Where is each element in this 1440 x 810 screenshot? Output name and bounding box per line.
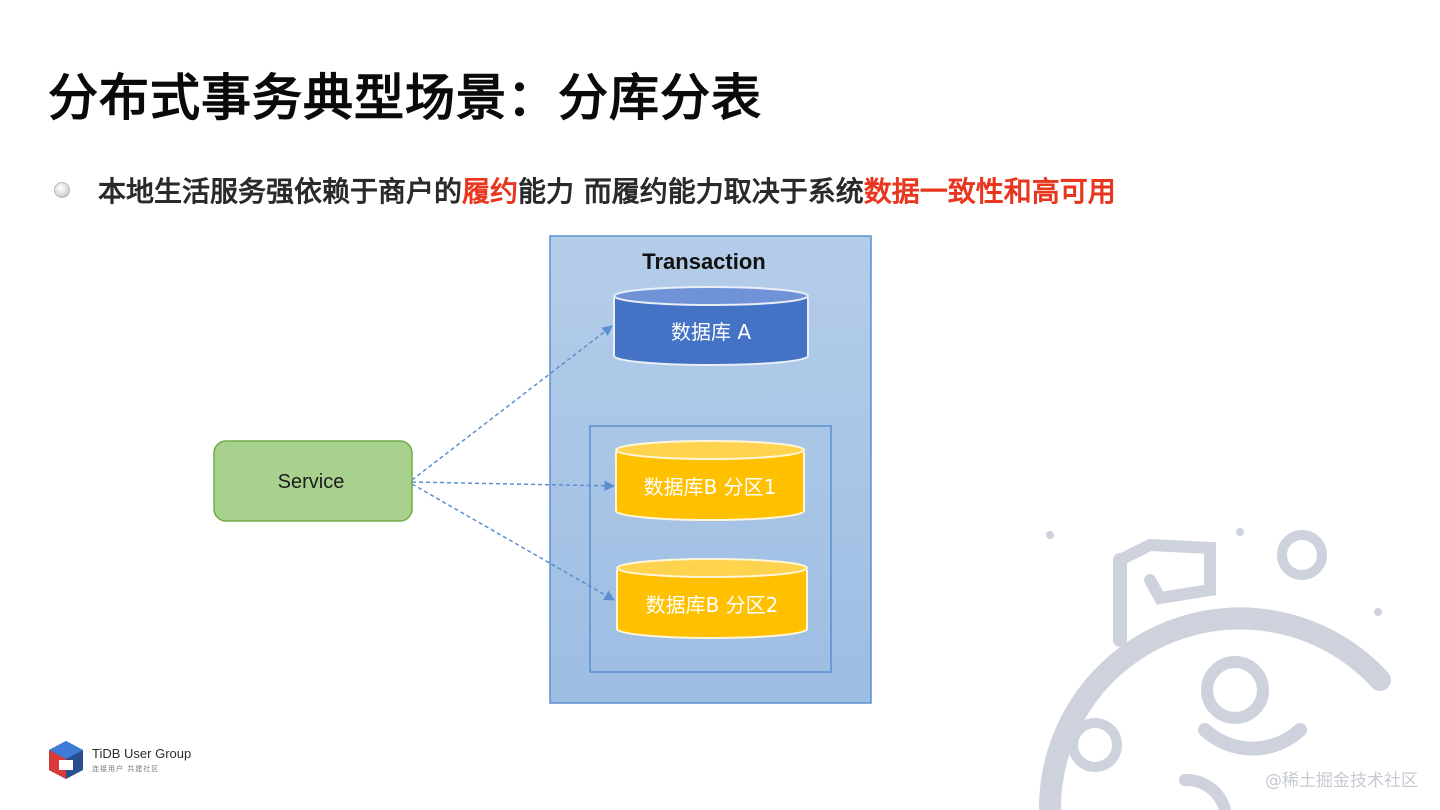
bullet-text-part1: 本地生活服务强依赖于商户的 [98,175,463,208]
database-a-label: 数据库 A [671,320,751,344]
transaction-label: Transaction [642,249,765,274]
bullet-highlight-2: 数据一致性和高可用 [863,175,1116,208]
decorative-planet-icon [1038,528,1391,810]
arrow-to-database-a [411,325,613,481]
database-b-partition-1-label: 数据库B 分区1 [644,475,777,499]
arrow-to-database-b-partition-1 [411,480,616,492]
database-b-partition-2-cylinder: 数据库B 分区2 [616,558,808,639]
database-b-partition-1-cylinder: 数据库B 分区1 [615,440,805,521]
watermark: @稀土掘金技术社区 [1265,771,1418,791]
tidb-cube-icon [49,741,83,779]
tidb-user-group-logo: TiDB User Group 连接用户 共建社区 [48,740,191,780]
logo-subtitle: 连接用户 共建社区 [92,765,160,773]
database-b-partition-2-label: 数据库B 分区2 [646,593,779,617]
bullet-highlight-1: 履约 [462,175,519,208]
service-box [213,440,413,522]
service-label: Service [278,471,345,493]
page-title: 分布式事务典型场景：分库分表 [48,69,762,127]
arrow-to-database-b-partition-2 [411,483,615,601]
logo-name: TiDB User Group [92,746,192,761]
bullet-dot-icon [54,182,70,198]
bullet-text-part2: 能力 而履约能力取决于系统 [518,175,864,208]
bullet-text: 本地生活服务强依赖于商户的履约能力 而履约能力取决于系统数据一致性和高可用 [98,170,1116,210]
bullet-point: 本地生活服务强依赖于商户的履约能力 而履约能力取决于系统数据一致性和高可用 [52,170,1116,210]
partition-group-box [589,425,832,673]
database-a-cylinder: 数据库 A [613,286,809,366]
